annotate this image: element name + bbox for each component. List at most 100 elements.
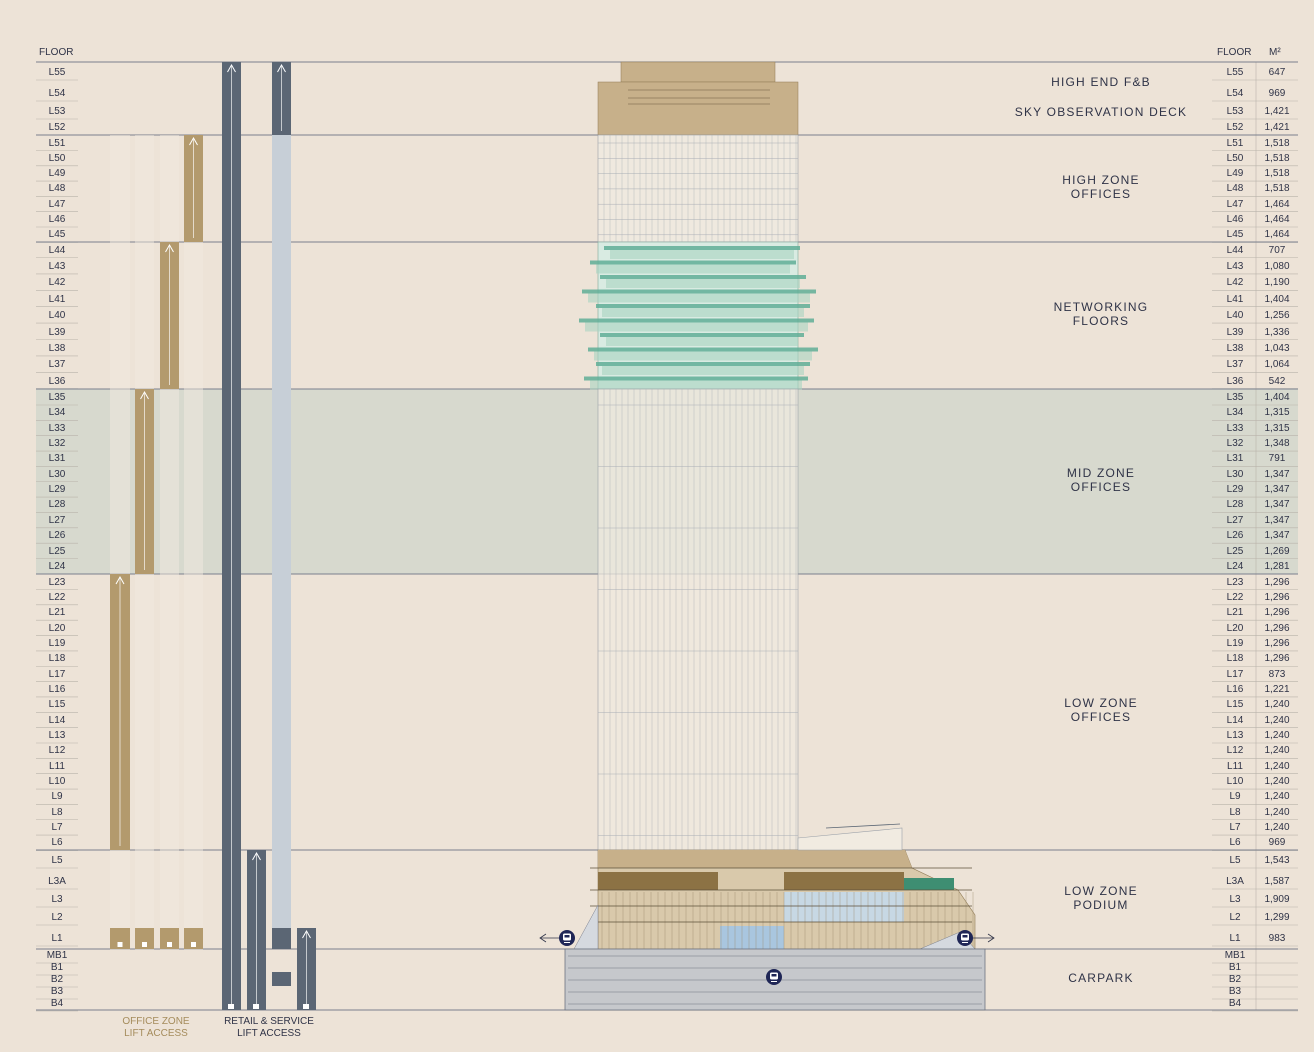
podium-brown-panel (598, 872, 718, 890)
floor-label-right: L10 (1226, 776, 1244, 788)
floor-label-left: L30 (48, 468, 66, 480)
floor-area: 1,464 (1264, 198, 1290, 210)
floor-label-left: L36 (48, 375, 66, 387)
floor-area: 1,347 (1264, 468, 1290, 480)
floor-area: 1,240 (1264, 791, 1290, 803)
floor-label-right: L25 (1226, 545, 1244, 557)
networking-slab (596, 304, 810, 308)
networking-glass (602, 308, 804, 317)
floor-label-right: L9 (1229, 791, 1241, 803)
networking-slab (590, 260, 796, 265)
networking-slab (579, 318, 814, 323)
floor-label-left: L49 (48, 168, 66, 180)
lift-arrow-head (115, 575, 125, 585)
floor-area: 1,518 (1264, 168, 1290, 180)
floor-area: 1,296 (1264, 591, 1290, 603)
zone-low-zone-offices: LOW ZONE OFFICES (1064, 696, 1138, 724)
floor-label-left: L28 (48, 499, 66, 511)
floor-label-left: L29 (48, 484, 66, 496)
floor-label-right: L37 (1226, 359, 1244, 371)
networking-glass (590, 380, 802, 390)
floor-area: 1,348 (1264, 438, 1290, 450)
floor-label-left: L20 (48, 622, 66, 634)
floor-label-left: L10 (48, 776, 66, 788)
floor-area: 542 (1268, 375, 1286, 387)
floor-label-right: L23 (1226, 576, 1244, 588)
floor-area: 1,256 (1264, 310, 1290, 322)
lift-door-mark (117, 942, 123, 947)
floor-area: 1,296 (1264, 622, 1290, 634)
floor-label-left: L46 (48, 214, 66, 225)
floor-label-left: L41 (48, 293, 66, 305)
floor-label-left: B4 (50, 998, 64, 1009)
floor-label-right: L27 (1226, 514, 1244, 526)
networking-glass (588, 293, 810, 303)
floor-area: 647 (1268, 67, 1286, 78)
floor-label-left: MB1 (46, 950, 68, 961)
office-lift-lobby (184, 928, 203, 949)
networking-glass (596, 264, 790, 274)
service-lift-basement (272, 972, 291, 986)
floor-label-right: L44 (1226, 244, 1244, 256)
floor-area: 1,240 (1264, 776, 1290, 788)
floor-label-right: L51 (1226, 137, 1244, 149)
lift-arrow-head (302, 929, 311, 939)
floor-label-left: L32 (48, 438, 66, 450)
floor-label-left: L13 (48, 730, 66, 741)
lift-door-mark (253, 1004, 259, 1009)
zone-low-zone-podium: LOW ZONE PODIUM (1064, 884, 1138, 912)
floor-label-left: L44 (48, 244, 66, 256)
access-arrow-right-head (987, 933, 995, 943)
floor-label-right: L30 (1226, 468, 1244, 480)
floor-area: 791 (1268, 453, 1286, 465)
roof-canopy-line (825, 823, 901, 829)
floor-area: 1,347 (1264, 530, 1290, 542)
floor-area: 1,240 (1264, 714, 1290, 726)
floor-area: 1,299 (1264, 912, 1290, 923)
floor-label-right: MB1 (1224, 950, 1246, 961)
tower-high-zone (597, 134, 799, 243)
floor-label-right: L55 (1226, 67, 1244, 78)
floor-area: 1,404 (1264, 392, 1290, 403)
floor-area: 1,347 (1264, 499, 1290, 511)
floor-label-left: L51 (48, 137, 66, 149)
floor-area: 1,221 (1264, 683, 1290, 695)
floor-area: 1,190 (1264, 277, 1290, 289)
floor-area: 1,296 (1264, 653, 1290, 665)
floor-header-right: FLOOR (1217, 47, 1252, 58)
floor-area: 1,315 (1264, 422, 1290, 434)
podium-glass-panel (784, 892, 904, 922)
networking-slab (584, 376, 808, 381)
floor-area: 969 (1268, 837, 1286, 849)
floor-area: 1,464 (1264, 214, 1290, 225)
floor-area: 1,296 (1264, 607, 1290, 619)
networking-glass (585, 322, 808, 332)
floor-area: 1,064 (1264, 359, 1290, 371)
floor-label-right: L3A (1226, 876, 1244, 887)
floor-area: 1,587 (1264, 876, 1290, 887)
lift-arrow-head (277, 63, 286, 73)
floor-area: 1,315 (1264, 407, 1290, 419)
networking-slab (582, 289, 816, 294)
floor-label-right: L47 (1226, 198, 1244, 210)
floor-area: 1,043 (1264, 342, 1290, 354)
floor-area: 1,404 (1264, 293, 1290, 305)
floor-label-left: B3 (50, 986, 64, 997)
lift-door-mark (167, 942, 172, 947)
floor-label-right: L8 (1229, 806, 1241, 818)
floor-label-left: L18 (48, 653, 66, 665)
floor-label-right: L48 (1226, 183, 1244, 195)
floor-label-left: L40 (48, 310, 66, 322)
office-lift-lobby (135, 928, 154, 949)
floor-label-left: L25 (48, 545, 66, 557)
floor-label-right: L54 (1226, 88, 1244, 99)
networking-slab (588, 347, 818, 352)
floor-label-right: L46 (1226, 214, 1244, 225)
floor-label-left: L53 (48, 106, 66, 117)
podium-green-canopy (904, 878, 954, 890)
floor-area: 1,518 (1264, 152, 1290, 164)
floor-label-left: L16 (48, 683, 66, 695)
floor-label-left: L3A (48, 876, 66, 887)
